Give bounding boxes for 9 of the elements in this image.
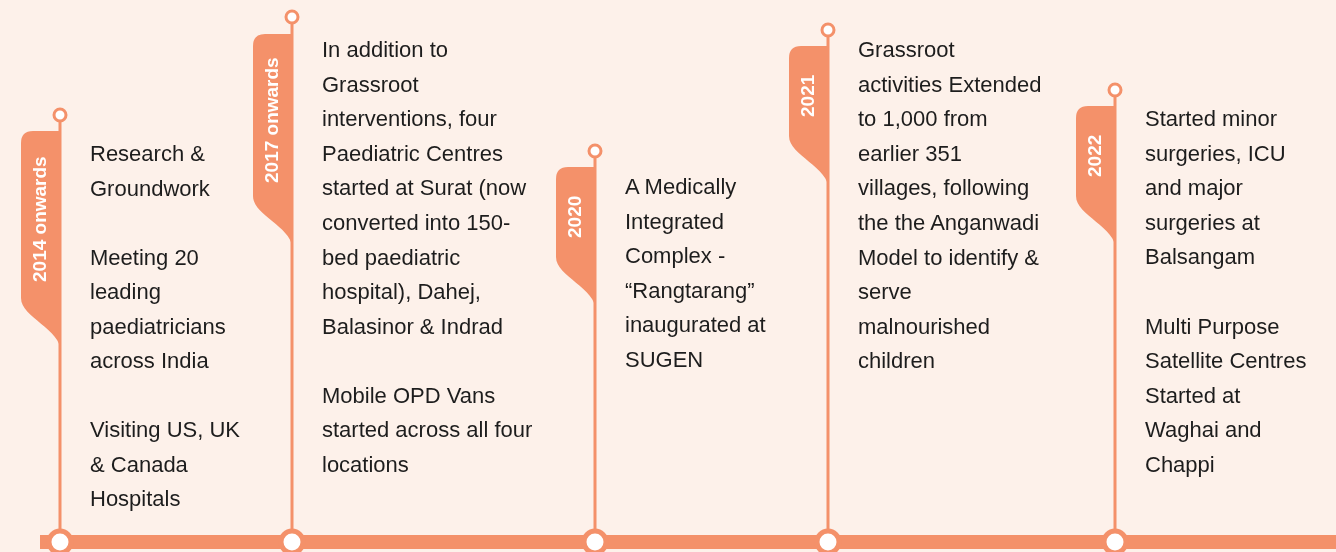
milestone-text: In addition to Grassroot interventions, four Paediatric Centres started at Surat (now converted into 150-bed paediatric hospital), Dahej, Balasinor & Indrad bbox=[322, 36, 528, 341]
milestone-text: Meeting 20 leading paediatricians across India bbox=[90, 243, 227, 376]
milestone-text: Multi Purpose Satellite Centres Started at Waghai and Chappi bbox=[1145, 312, 1308, 479]
milestone-text: A Medically Integrated Complex - “Rangtarang” inaugurated at SUGEN bbox=[625, 173, 767, 374]
milestone-text: Grassroot activities Extended to 1,000 from earlier 351 villages, following the the Anganwadi Model to identify & serve malnourished children bbox=[858, 36, 1043, 376]
milestone-text: Started minor surgeries, ICU and major surgeries at Balsangam bbox=[1145, 105, 1287, 272]
milestone-text: Mobile OPD Vans started across all four locations bbox=[322, 381, 534, 479]
milestone-text: Visiting US, UK & Canada Hospitals bbox=[90, 416, 241, 514]
milestone-text: Research & Groundwork bbox=[90, 140, 211, 203]
